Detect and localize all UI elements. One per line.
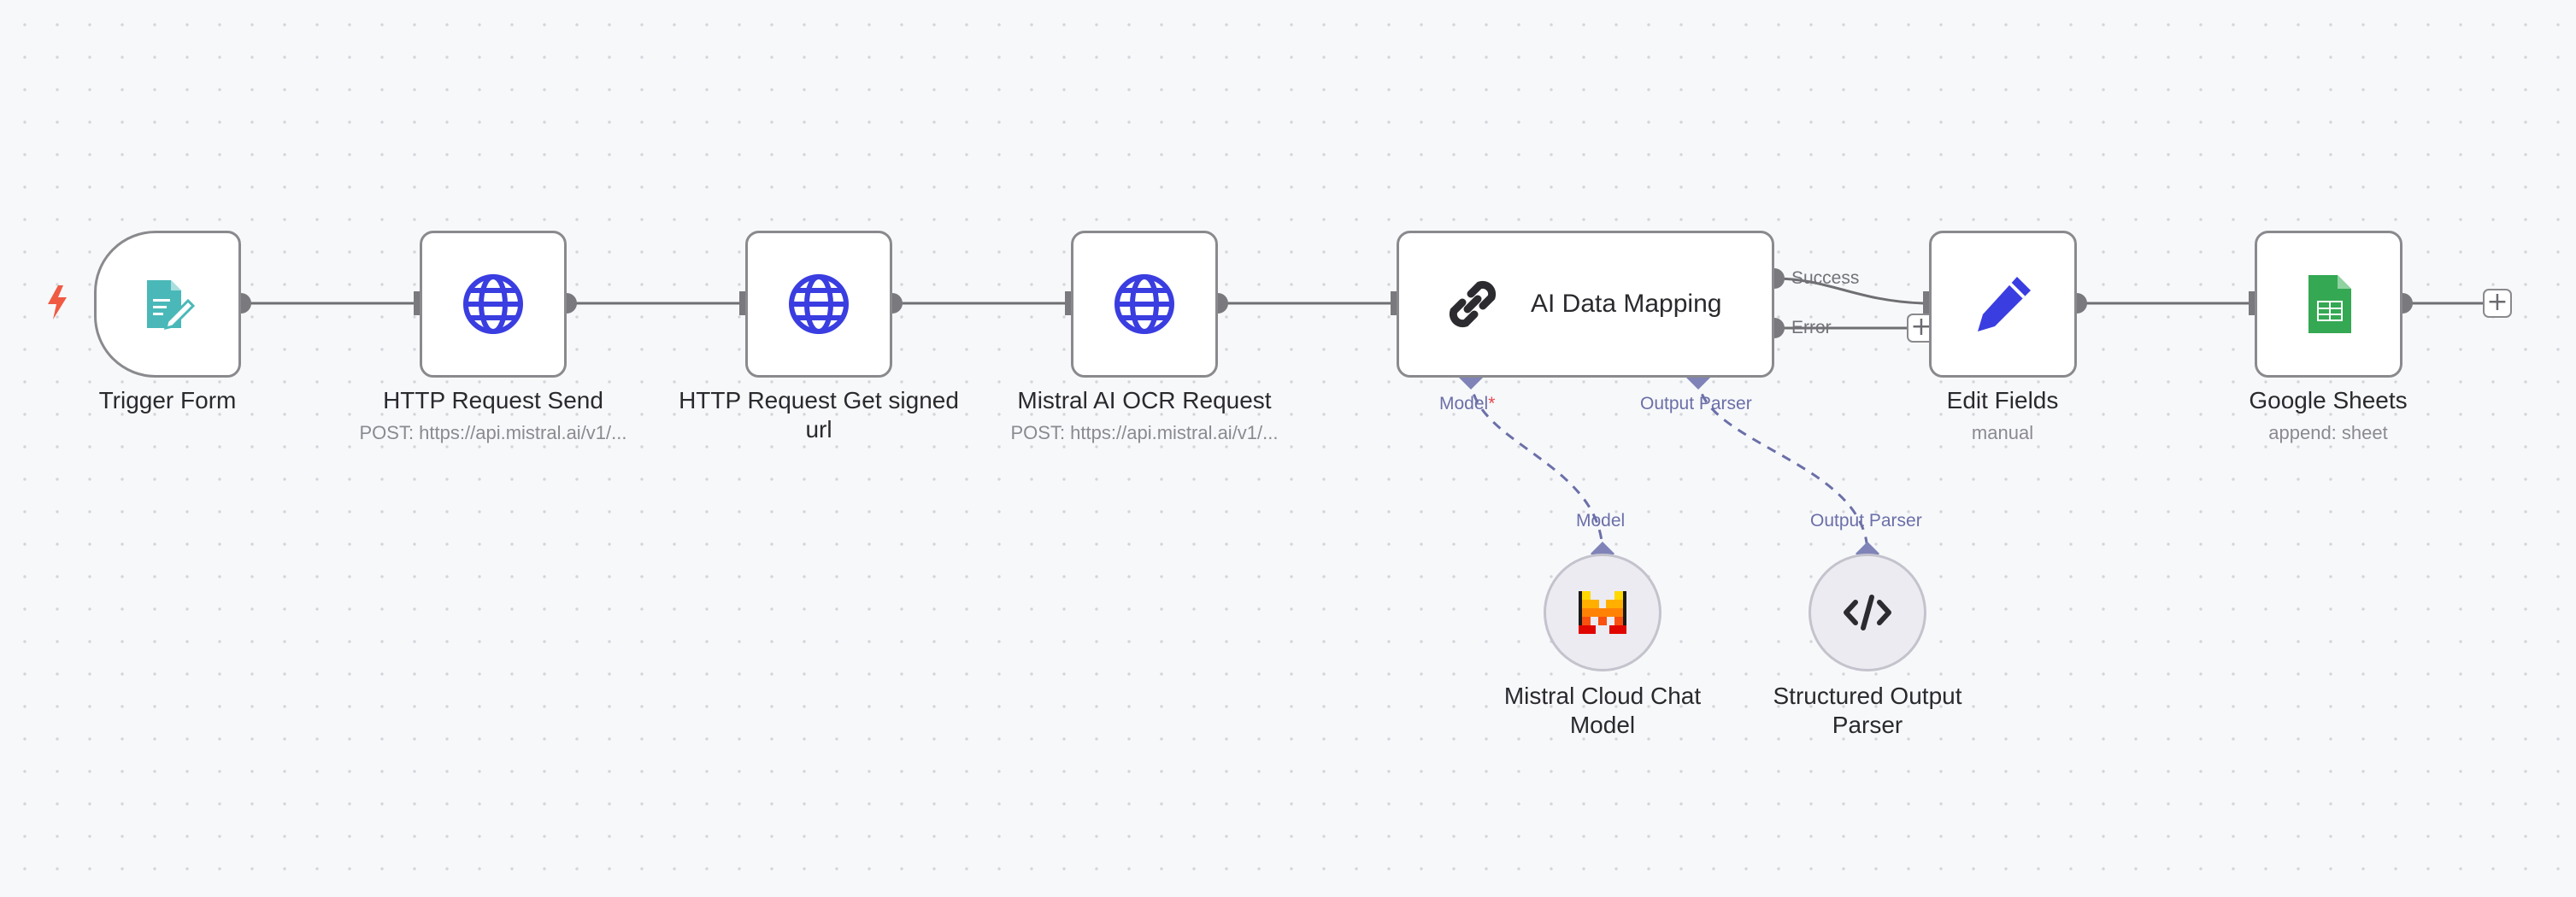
input-port	[739, 291, 747, 315]
node-subtitle: POST: https://api.mistral.ai/v1/...	[359, 422, 627, 443]
globe-icon	[463, 274, 523, 334]
output-label-success: Success	[1791, 268, 1860, 288]
node-subtitle: append: sheet	[2268, 422, 2388, 443]
input-port	[1391, 291, 1398, 315]
sub-port-label-model: Model	[1576, 511, 1626, 531]
node-trigger-form[interactable]	[94, 231, 241, 378]
node-title: Trigger Form	[98, 387, 237, 413]
node-title: Edit Fields	[1946, 387, 2059, 413]
node-subtitle: POST: https://api.mistral.ai/v1/...	[1010, 422, 1279, 443]
node-title: Structured Output Parser	[1773, 683, 1962, 738]
form-icon	[147, 280, 196, 331]
sub-port-label-output-parser: Output Parser	[1810, 511, 1922, 531]
connection-parser-dashed	[1697, 377, 1869, 554]
input-label-model: Model*	[1439, 394, 1496, 413]
globe-icon	[1115, 274, 1174, 334]
output-label-error: Error	[1791, 318, 1832, 337]
node-http-request-send[interactable]	[420, 231, 567, 378]
node-mistral-cloud-chat-model[interactable]	[1544, 554, 1661, 671]
node-edit-fields[interactable]	[1929, 231, 2077, 378]
node-title: Mistral AI OCR Request	[1017, 387, 1272, 413]
trigger-bolt-icon	[48, 285, 67, 320]
input-port	[1923, 291, 1931, 315]
input-port	[1065, 291, 1073, 315]
input-label-output-parser: Output Parser	[1640, 394, 1752, 413]
input-port	[2249, 291, 2256, 315]
link-icon	[1449, 280, 1497, 328]
mistral-icon	[1579, 591, 1626, 634]
node-title: HTTP Request Send	[383, 387, 603, 413]
connection-model-dashed	[1469, 377, 1604, 554]
node-title: Mistral Cloud Chat Model	[1503, 683, 1702, 738]
node-ai-data-mapping[interactable]: AI Data Mapping	[1397, 231, 1774, 378]
globe-icon	[789, 274, 849, 334]
node-google-sheets[interactable]	[2255, 231, 2403, 378]
node-title: Google Sheets	[2249, 387, 2408, 413]
input-port	[414, 291, 421, 315]
node-title: HTTP Request Get signed url	[679, 387, 959, 443]
node-http-request-get-signed-url[interactable]	[745, 231, 892, 378]
sheets-icon	[2308, 275, 2351, 333]
connection-success-to-edit-fields	[1773, 277, 1924, 305]
pencil-icon	[1977, 277, 2031, 331]
node-title: AI Data Mapping	[1531, 290, 1722, 318]
node-subtitle: manual	[1971, 422, 2034, 443]
add-node-button[interactable]: +	[2483, 289, 2512, 318]
node-mistral-ai-ocr-request[interactable]	[1071, 231, 1218, 378]
code-icon	[1844, 595, 1891, 630]
node-structured-output-parser[interactable]	[1808, 554, 1926, 671]
